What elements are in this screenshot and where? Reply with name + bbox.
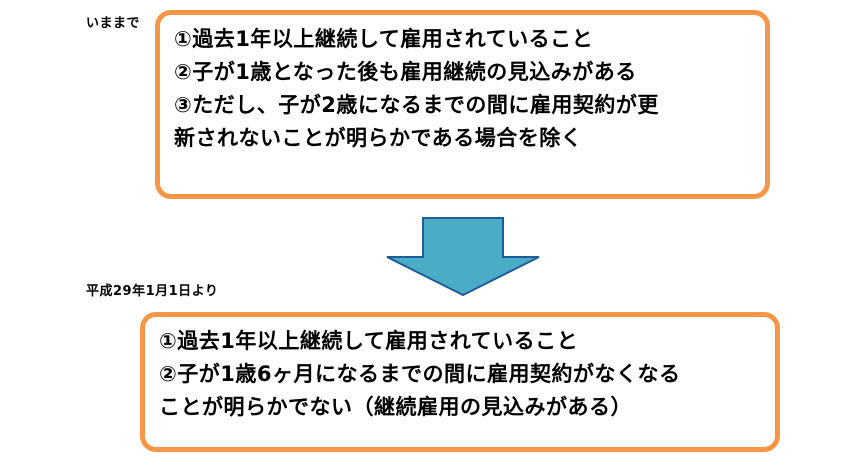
after-condition-line: ①過去1年以上継続して雇用されていること [159, 329, 579, 353]
before-condition-line: ①過去1年以上継続して雇用されていること [174, 27, 594, 51]
before-condition-line: 新されないことが明らかである場合を除く [174, 126, 583, 150]
before-conditions-box: ①過去1年以上継続して雇用されていること ②子が1歳となった後も雇用継続の見込み… [155, 10, 770, 199]
after-condition-line: ことが明らかでない（継続雇用の見込みがある） [159, 395, 632, 419]
down-arrow-shape [386, 217, 540, 297]
down-arrow-icon [386, 217, 540, 297]
after-conditions-box: ①過去1年以上継続して雇用されていること ②子が1歳6ヶ月になるまでの間に雇用契… [140, 312, 780, 452]
after-condition-line: ②子が1歳6ヶ月になるまでの間に雇用契約がなくなる [159, 362, 681, 386]
before-label: いままで [86, 16, 141, 31]
before-condition-line: ③ただし、子が2歳になるまでの間に雇用契約が更 [174, 93, 659, 117]
before-condition-line: ②子が1歳となった後も雇用継続の見込みがある [174, 60, 637, 84]
after-label: 平成29年1月1日より [86, 284, 219, 299]
